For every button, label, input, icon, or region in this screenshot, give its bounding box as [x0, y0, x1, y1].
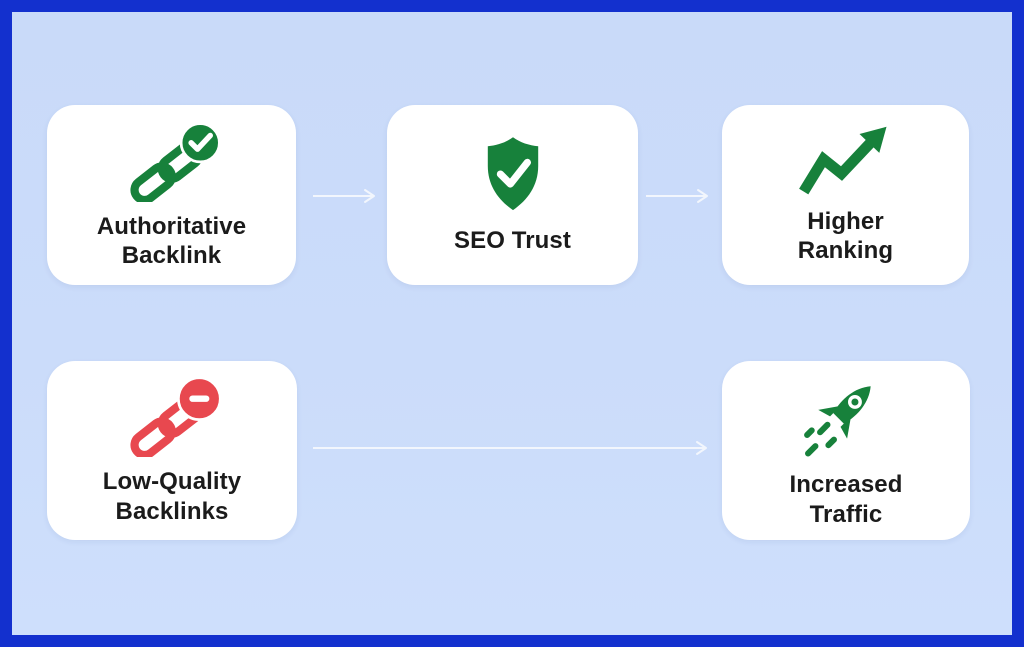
- trend-up-arrow-icon: [796, 125, 896, 197]
- card-label: Higher Ranking: [797, 207, 894, 264]
- card-label: SEO Trust: [454, 227, 571, 255]
- card-label: Low-Quality Backlinks: [102, 468, 242, 525]
- card-seo-trust: SEO Trust: [387, 105, 638, 285]
- card-authoritative-backlink: Authoritative Backlink: [47, 105, 296, 285]
- link-check-icon: [114, 120, 230, 202]
- arrow-low-quality-to-increased-traffic: [312, 439, 712, 457]
- diagram-canvas: Authoritative Backlink SEO Trust Higher …: [12, 12, 1012, 635]
- shield-check-icon: [477, 134, 549, 216]
- rocket-icon: [798, 372, 894, 460]
- card-increased-traffic: Increased Traffic: [722, 361, 970, 540]
- arrow-authoritative-to-seo-trust: [312, 187, 380, 205]
- card-higher-ranking: Higher Ranking: [722, 105, 969, 285]
- card-label: Increased Traffic: [789, 471, 903, 528]
- card-label: Authoritative Backlink: [96, 212, 247, 269]
- arrow-seo-trust-to-higher-ranking: [645, 187, 713, 205]
- link-minus-icon: [114, 375, 230, 458]
- card-low-quality-backlinks: Low-Quality Backlinks: [47, 361, 297, 540]
